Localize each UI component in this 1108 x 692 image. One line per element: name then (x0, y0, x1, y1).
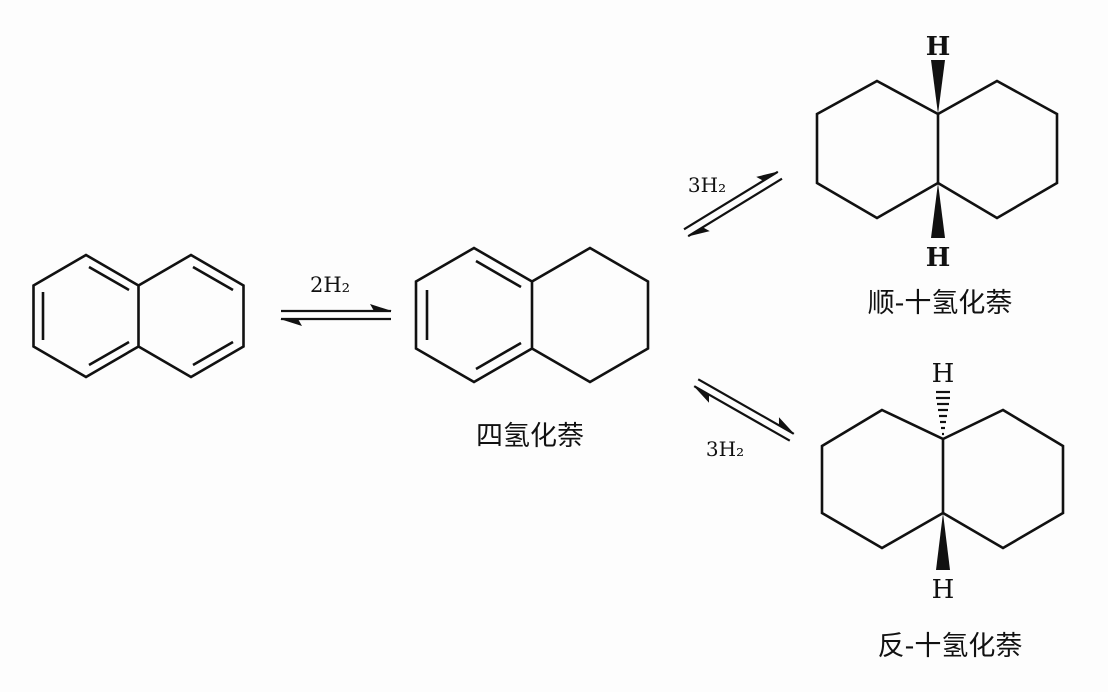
cis-decalin-structure (815, 60, 1059, 238)
trans-decalin-structure (820, 390, 1065, 570)
wedge-bond-icon (931, 183, 945, 238)
tetralin-label: 四氢化萘 (476, 421, 584, 452)
trans-bottom-h: H (932, 575, 955, 605)
reagent-label-3: 3H₂ (706, 437, 744, 461)
trans-decalin-label: 反-十氢化萘 (878, 631, 1023, 662)
hashed-wedge-bond-icon (936, 390, 950, 436)
cis-top-h: H (926, 32, 951, 62)
cis-decalin-label: 顺-十氢化萘 (868, 288, 1013, 319)
trans-top-h: H (932, 359, 955, 389)
naphthalene-structure (32, 253, 245, 379)
equilibrium-arrow-1 (278, 302, 394, 328)
cis-bottom-h: H (926, 243, 951, 273)
reagent-label-1: 2H₂ (310, 273, 350, 297)
tetralin-structure (414, 246, 650, 384)
reagent-label-2: 3H₂ (688, 173, 726, 197)
wedge-bond-icon (936, 513, 950, 570)
wedge-bond-icon (931, 60, 945, 114)
